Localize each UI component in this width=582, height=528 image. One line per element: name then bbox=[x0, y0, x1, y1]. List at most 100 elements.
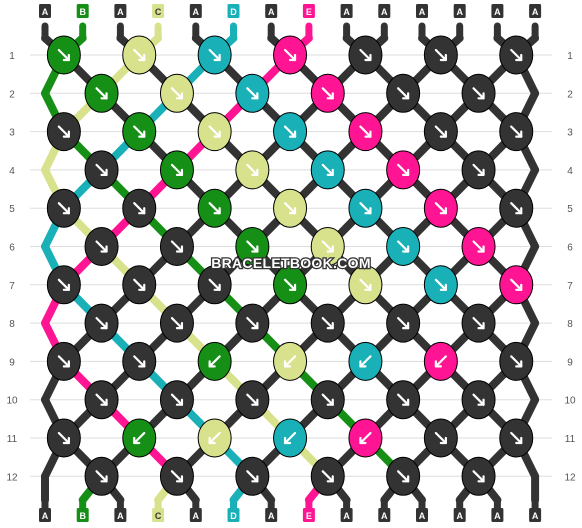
knot bbox=[310, 303, 345, 343]
row-label-left: 3 bbox=[9, 128, 15, 139]
knot-arrow-icon bbox=[170, 393, 184, 406]
knot bbox=[386, 380, 421, 420]
knot bbox=[235, 150, 270, 190]
knot-arrow-icon bbox=[208, 431, 221, 445]
svg-text:D: D bbox=[230, 511, 237, 521]
knot bbox=[235, 73, 270, 113]
knot bbox=[122, 341, 157, 381]
knot-arrow-icon bbox=[510, 355, 523, 368]
knot bbox=[159, 303, 194, 343]
svg-text:A: A bbox=[494, 511, 501, 521]
knot-arrow-icon bbox=[170, 317, 184, 330]
knot bbox=[499, 418, 534, 458]
svg-text:A: A bbox=[419, 511, 426, 521]
knot-arrow-icon bbox=[472, 393, 485, 406]
knot-arrow-icon bbox=[283, 431, 297, 445]
knot-arrow-icon bbox=[283, 125, 297, 138]
knot-arrow-icon bbox=[133, 125, 146, 138]
knot bbox=[122, 35, 157, 75]
string-label-top: D bbox=[227, 4, 240, 18]
knot bbox=[197, 418, 232, 458]
knot-arrow-icon bbox=[208, 278, 221, 291]
knot-arrow-icon bbox=[510, 278, 523, 291]
knot-arrow-icon bbox=[283, 278, 297, 291]
knot-arrow-icon bbox=[397, 87, 410, 100]
knot-arrow-icon bbox=[208, 355, 221, 368]
knot bbox=[46, 418, 81, 458]
knot-arrow-icon bbox=[170, 163, 184, 176]
knot bbox=[46, 112, 81, 152]
knot-arrow-icon bbox=[57, 48, 70, 62]
knot bbox=[423, 265, 458, 305]
string-label-top: E bbox=[302, 4, 315, 18]
string-label-bottom: A bbox=[265, 508, 278, 522]
knot-arrow-icon bbox=[95, 317, 108, 330]
row-label-left: 11 bbox=[7, 434, 18, 445]
knot bbox=[499, 188, 534, 228]
knot-arrow-icon bbox=[359, 278, 372, 291]
knot bbox=[461, 456, 496, 496]
string-label-bottom: A bbox=[529, 508, 542, 522]
string-label-top: C bbox=[152, 4, 165, 18]
string-label-top: B bbox=[76, 4, 89, 18]
knot-arrow-icon bbox=[246, 163, 259, 176]
knot bbox=[273, 188, 308, 228]
row-label-left: 10 bbox=[6, 396, 18, 407]
knot bbox=[84, 380, 119, 420]
row-label-right: 8 bbox=[567, 319, 573, 330]
knot bbox=[423, 35, 458, 75]
knot-arrow-icon bbox=[510, 48, 523, 62]
knot bbox=[423, 188, 458, 228]
knot-arrow-icon bbox=[95, 470, 108, 483]
knot bbox=[84, 73, 119, 113]
knot bbox=[348, 188, 383, 228]
knot-arrow-icon bbox=[434, 125, 447, 138]
knot-arrow-icon bbox=[472, 470, 485, 483]
row-label-right: 2 bbox=[567, 89, 573, 100]
string-label-top: A bbox=[378, 4, 391, 18]
knot-arrow-icon bbox=[321, 163, 334, 176]
knot bbox=[273, 112, 308, 152]
knot bbox=[197, 112, 232, 152]
knot bbox=[423, 418, 458, 458]
row-label-left: 5 bbox=[9, 204, 15, 215]
svg-text:A: A bbox=[532, 7, 539, 17]
string-label-bottom: A bbox=[340, 508, 353, 522]
string-label-bottom: A bbox=[453, 508, 466, 522]
string-label-bottom: C bbox=[152, 508, 165, 522]
svg-text:A: A bbox=[268, 7, 275, 17]
knot-arrow-icon bbox=[208, 125, 221, 138]
knot-arrow-icon bbox=[321, 470, 334, 483]
knot bbox=[499, 265, 534, 305]
knot bbox=[159, 456, 194, 496]
knot bbox=[122, 418, 157, 458]
svg-text:A: A bbox=[193, 511, 200, 521]
knot bbox=[499, 112, 534, 152]
string-label-top: A bbox=[416, 4, 428, 18]
string-label-bottom: A bbox=[416, 508, 428, 522]
knot bbox=[46, 35, 81, 75]
knot bbox=[386, 227, 421, 266]
knot-arrow-icon bbox=[397, 317, 410, 330]
knot bbox=[423, 112, 458, 152]
svg-text:E: E bbox=[306, 7, 312, 17]
knot-arrow-icon bbox=[283, 202, 297, 215]
knot-arrow-icon bbox=[133, 355, 146, 368]
svg-text:A: A bbox=[268, 511, 275, 521]
knot bbox=[461, 73, 496, 113]
row-label-left: 12 bbox=[6, 472, 18, 483]
knot bbox=[84, 150, 119, 190]
svg-text:B: B bbox=[79, 7, 86, 17]
knot-arrow-icon bbox=[133, 278, 146, 291]
string-label-top: A bbox=[491, 4, 504, 18]
knot bbox=[235, 380, 270, 420]
knot-arrow-icon bbox=[133, 48, 146, 62]
string-label-bottom: A bbox=[114, 508, 127, 522]
svg-text:A: A bbox=[456, 7, 463, 17]
knot bbox=[310, 227, 345, 266]
row-label-right: 4 bbox=[567, 166, 573, 177]
row-label-right: 5 bbox=[567, 204, 573, 215]
knot bbox=[499, 35, 534, 75]
knot-arrow-icon bbox=[95, 393, 108, 406]
string-label-top: A bbox=[453, 4, 466, 18]
